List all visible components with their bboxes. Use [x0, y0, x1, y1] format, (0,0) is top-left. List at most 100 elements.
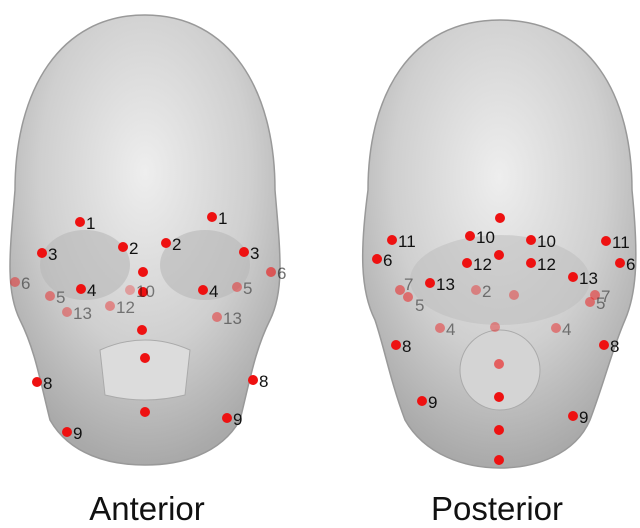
landmark-point	[395, 285, 405, 295]
landmark-label: 8	[259, 372, 268, 391]
landmark-label: 5	[243, 279, 252, 298]
landmark-label: 4	[562, 320, 571, 339]
posterior-skull	[361, 19, 637, 469]
landmark-label: 6	[383, 251, 392, 270]
landmark-point	[140, 353, 150, 363]
landmark-point	[494, 425, 504, 435]
landmark-point	[118, 242, 128, 252]
landmark-point	[403, 292, 413, 302]
landmark-point	[494, 392, 504, 402]
landmark-point	[601, 236, 611, 246]
landmark-label: 4	[87, 281, 96, 300]
landmark-label: 1	[218, 209, 227, 228]
landmark-point	[62, 307, 72, 317]
landmark-label: 2	[482, 282, 491, 301]
landmark-point	[138, 287, 148, 297]
landmark-point	[509, 290, 519, 300]
landmark-point	[140, 407, 150, 417]
landmark-point	[590, 290, 600, 300]
landmark-label: 6	[626, 255, 635, 274]
landmark-point	[471, 285, 481, 295]
anterior-caption: Anterior	[89, 490, 205, 527]
landmark-label: 11	[398, 232, 416, 251]
landmark-point	[198, 285, 208, 295]
landmark-point	[599, 340, 609, 350]
landmark-point	[62, 427, 72, 437]
landmark-label: 4	[209, 282, 218, 301]
landmark-label: 8	[43, 374, 52, 393]
landmark-point	[568, 411, 578, 421]
landmark-label: 9	[233, 410, 242, 429]
landmark-point	[417, 396, 427, 406]
landmark-point	[495, 213, 505, 223]
landmark-point	[207, 212, 217, 222]
landmark-point	[75, 217, 85, 227]
anterior-skull	[9, 14, 281, 466]
landmark-point	[137, 325, 147, 335]
landmark-label: 13	[436, 275, 455, 294]
landmark-point	[391, 340, 401, 350]
landmark-label: 5	[415, 296, 424, 315]
landmark-point	[232, 282, 242, 292]
landmark-point	[222, 413, 232, 423]
landmark-points	[10, 212, 625, 465]
landmark-point	[161, 238, 171, 248]
landmark-label: 8	[402, 337, 411, 356]
landmark-label: 10	[476, 228, 495, 247]
landmark-label: 7	[404, 275, 413, 294]
landmark-label: 13	[579, 269, 598, 288]
landmark-point	[494, 250, 504, 260]
landmark-label: 13	[223, 309, 242, 328]
landmark-label: 12	[473, 255, 492, 274]
landmark-point	[494, 359, 504, 369]
landmark-point	[105, 301, 115, 311]
landmark-label: 5	[56, 288, 65, 307]
landmark-point	[462, 258, 472, 268]
landmark-label: 4	[446, 320, 455, 339]
landmark-point	[490, 322, 500, 332]
landmark-label: 10	[537, 232, 556, 251]
landmark-label: 9	[428, 393, 437, 412]
landmark-label: 13	[73, 304, 92, 323]
landmark-label: 1	[86, 214, 95, 233]
landmark-label: 3	[48, 245, 57, 264]
landmark-point	[494, 455, 504, 465]
landmark-point	[465, 231, 475, 241]
landmark-point	[212, 312, 222, 322]
landmark-point	[615, 258, 625, 268]
landmark-point	[239, 247, 249, 257]
landmark-point	[526, 258, 536, 268]
landmark-label: 8	[610, 337, 619, 356]
landmark-label: 6	[21, 274, 30, 293]
landmark-point	[37, 248, 47, 258]
landmark-point	[10, 277, 20, 287]
landmark-point	[248, 375, 258, 385]
landmark-point	[551, 323, 561, 333]
landmark-point	[138, 267, 148, 277]
landmark-point	[425, 278, 435, 288]
landmark-label: 5	[596, 294, 605, 313]
landmark-label: 12	[537, 255, 556, 274]
landmark-point	[372, 254, 382, 264]
landmark-point	[76, 284, 86, 294]
landmark-label: 6	[277, 264, 286, 283]
landmark-label: 9	[73, 424, 82, 443]
landmark-point	[45, 291, 55, 301]
landmark-point	[266, 267, 276, 277]
posterior-caption: Posterior	[430, 490, 564, 527]
landmark-point	[568, 272, 578, 282]
landmark-point	[32, 377, 42, 387]
landmark-label: 7	[601, 287, 610, 306]
landmark-label: 2	[129, 239, 138, 258]
landmark-label: 3	[250, 244, 259, 263]
landmark-point	[387, 235, 397, 245]
landmark-label: 9	[579, 408, 588, 427]
landmark-label: 10	[136, 282, 155, 301]
landmark-point	[526, 235, 536, 245]
landmark-point	[125, 285, 135, 295]
landmark-label: 11	[612, 233, 630, 252]
landmark-label: 2	[172, 235, 181, 254]
landmark-point	[585, 297, 595, 307]
